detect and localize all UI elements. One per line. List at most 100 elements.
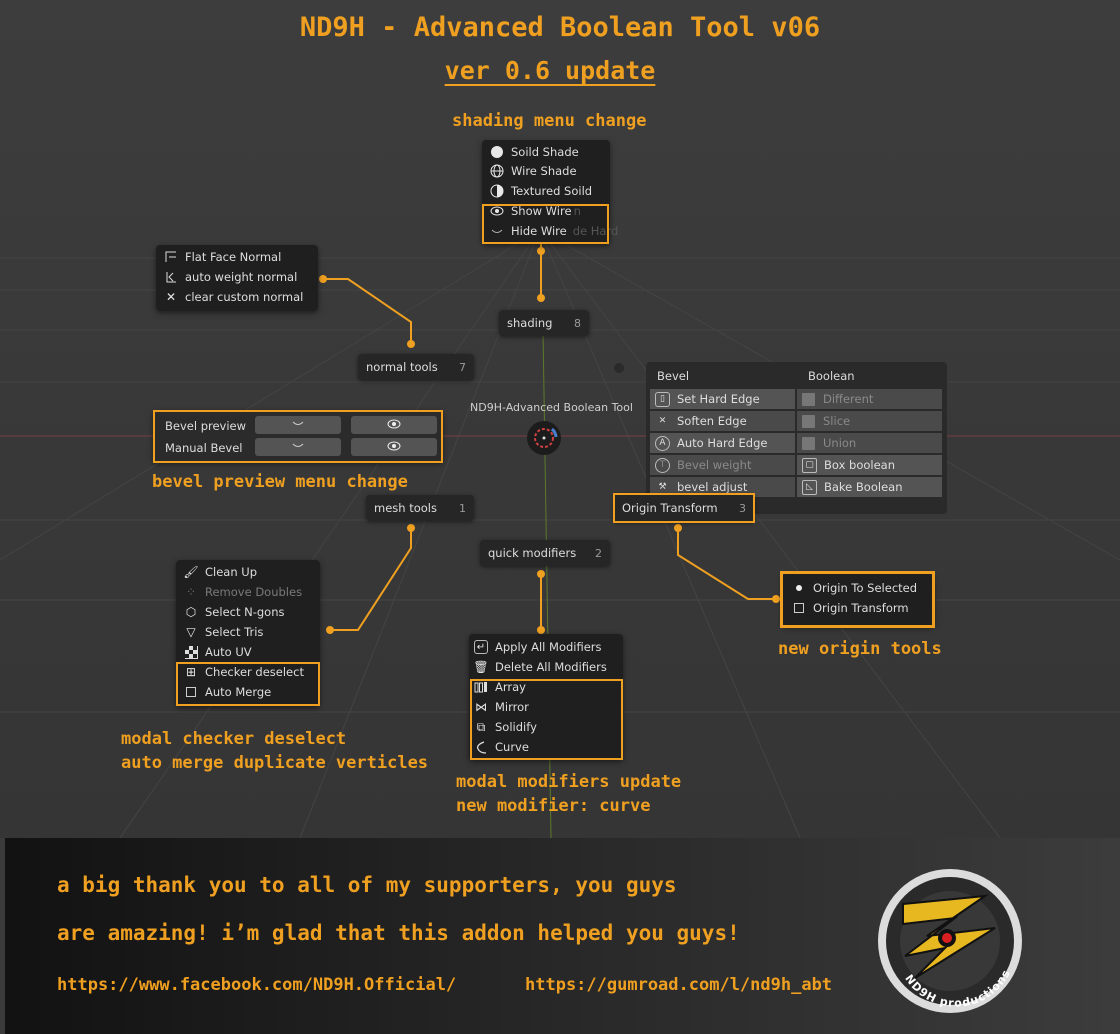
caption-shading: shading menu change [452,111,647,131]
bevel-preview-panel: Bevel preview Manual Bevel [153,410,443,462]
menu-item-array[interactable]: Array [474,677,526,697]
bevel-weight-icon: T [655,457,670,473]
highlight-modifiers [470,679,623,760]
menu-item-checker-deselect[interactable]: ⊞Checker deselect [185,665,304,679]
pie-center-indicator[interactable] [524,420,564,460]
highlight-bevel-preview [153,410,443,463]
caption-checker-deselect: modal checker deselect [121,729,347,749]
highlight-origin-transform [613,493,755,523]
soften-edge-button[interactable]: ✕Soften Edge [650,411,795,431]
hard-edge-icon: ▯ [655,391,670,407]
closed-eye-icon [291,441,305,454]
gumroad-link[interactable]: https://gumroad.com/l/nd9h_abt [525,975,833,995]
menu-item-origin-to-selected[interactable]: Origin To Selected [792,578,917,598]
caption-origin-tools: new origin tools [778,639,942,659]
auto-a-icon: A [655,435,670,451]
highlight-checker-merge [176,662,320,706]
eye-icon [387,419,401,432]
curve-icon [474,740,488,754]
menu-item-remove-doubles[interactable]: ⁘Remove Doubles [185,585,303,599]
bevel-preview-hide-toggle[interactable] [255,416,341,434]
menu-item-solid-shade[interactable]: Soild Shade [490,142,579,162]
bevel-preview-show-toggle[interactable] [351,416,437,434]
menu-item-mirror[interactable]: ⋈Mirror [475,700,529,714]
radio-dot-icon [792,581,806,595]
menu-item-hide-wire[interactable]: Hide Wire de Hard [490,221,618,241]
menu-item-auto-uv[interactable]: Auto UV [184,642,252,662]
menu-item-select-ngons[interactable]: ⬡Select N-gons [185,605,285,619]
set-hard-edge-button[interactable]: ▯Set Hard Edge [650,389,795,409]
checkbox-icon [792,601,806,615]
manual-bevel-hide-toggle[interactable] [255,438,341,456]
shading-menu: Soild Shade Wire Shade Textured Soild Sh… [482,140,618,244]
menu-item-select-tris[interactable]: ▽Select Tris [184,622,263,642]
x-icon: ✕ [165,290,177,304]
menu-item-clean-up[interactable]: 🖌Clean Up [183,565,258,579]
apply-icon: ↵ [474,640,488,654]
boolean-slice-button[interactable]: Slice [797,411,942,431]
menu-item-show-wire[interactable]: Show Wire n [490,201,581,221]
flat-normal-icon [164,250,178,264]
menu-item-textured-solid[interactable]: Textured Soild [490,181,592,201]
mesh-tools-menu: 🖌Clean Up ⁘Remove Doubles ⬡Select N-gons… [176,560,320,706]
facebook-link[interactable]: https://www.facebook.com/ND9H.Official/ [57,975,457,995]
wrench-icon: ⚒ [658,482,667,492]
menu-item-solidify[interactable]: ⧉Solidify [474,717,537,737]
solid-circle-icon [490,145,504,159]
manual-bevel-show-toggle[interactable] [351,438,437,456]
dots-icon: ⁘ [185,585,197,599]
checker-icon [184,645,198,659]
menu-item-curve[interactable]: Curve [474,737,529,757]
boolean-union-button[interactable]: Union [797,433,942,453]
textured-sphere-icon [490,184,504,198]
menu-item-apply-all-modifiers[interactable]: ↵Apply All Modifiers [474,637,602,657]
bake-boolean-button[interactable]: ◺Bake Boolean [797,477,942,497]
mirror-icon: ⋈ [475,700,487,714]
menu-item-clear-custom-normal[interactable]: ✕clear custom normal [165,290,304,304]
menu-item-wire-shade[interactable]: Wire Shade [490,161,577,181]
slice-icon [802,414,815,428]
box-boolean-button[interactable]: ▢Box boolean [797,455,942,475]
menu-item-flat-face-normal[interactable]: Flat Face Normal [164,247,281,267]
normal-tools-menu: Flat Face Normal auto weight normal ✕cle… [156,245,318,311]
triangle-icon: ▽ [186,625,196,639]
menu-item-auto-weight-normal[interactable]: auto weight normal [164,267,297,287]
page-title: ND9H - Advanced Boolean Tool v06 [299,12,821,43]
origin-menu: Origin To Selected Origin Transform [782,574,934,626]
boolean-header: Boolean [808,369,855,383]
weight-normal-icon [164,270,178,284]
hexagon-icon: ⬡ [185,605,197,619]
array-icon [474,680,488,694]
boolean-different-button[interactable]: Different [797,389,942,409]
caption-modal-modifiers: modal modifiers update [456,772,682,792]
pie-center-label: ND9H-Advanced Boolean Tool [470,401,633,414]
brush-icon: 🖌 [183,565,199,579]
x-icon: ✕ [658,416,667,426]
eye-icon [490,204,504,218]
menu-item-auto-merge[interactable]: Auto Merge [184,682,271,702]
3d-viewport[interactable]: ND9H - Advanced Boolean Tool v06 ver 0.6… [0,0,1120,838]
menu-item-delete-all-modifiers[interactable]: 🗑Delete All Modifiers [473,660,607,674]
eye-icon [387,441,401,454]
manual-bevel-label: Manual Bevel [165,441,243,455]
thanks-line-2: are amazing! i’m glad that this addon he… [57,921,740,945]
closed-eye-icon [490,224,504,238]
bevel-adjust-button[interactable]: ⚒bevel adjust [650,477,795,497]
footer-banner: a big thank you to all of my supporters,… [5,838,1120,1034]
bake-icon: ◺ [802,479,817,495]
menu-item-origin-transform[interactable]: Origin Transform [792,598,909,618]
caption-auto-merge: auto merge duplicate verticles [121,753,429,773]
checkbox-icon [184,685,198,699]
page-subtitle: ver 0.6 update [444,56,656,85]
wire-sphere-icon [490,164,504,178]
bevel-preview-label: Bevel preview [165,419,247,433]
bevel-boolean-panel: Bevel Boolean ▯Set Hard Edge ✕Soften Edg… [646,362,947,514]
quick-modifiers-menu: ↵Apply All Modifiers 🗑Delete All Modifie… [469,634,623,760]
